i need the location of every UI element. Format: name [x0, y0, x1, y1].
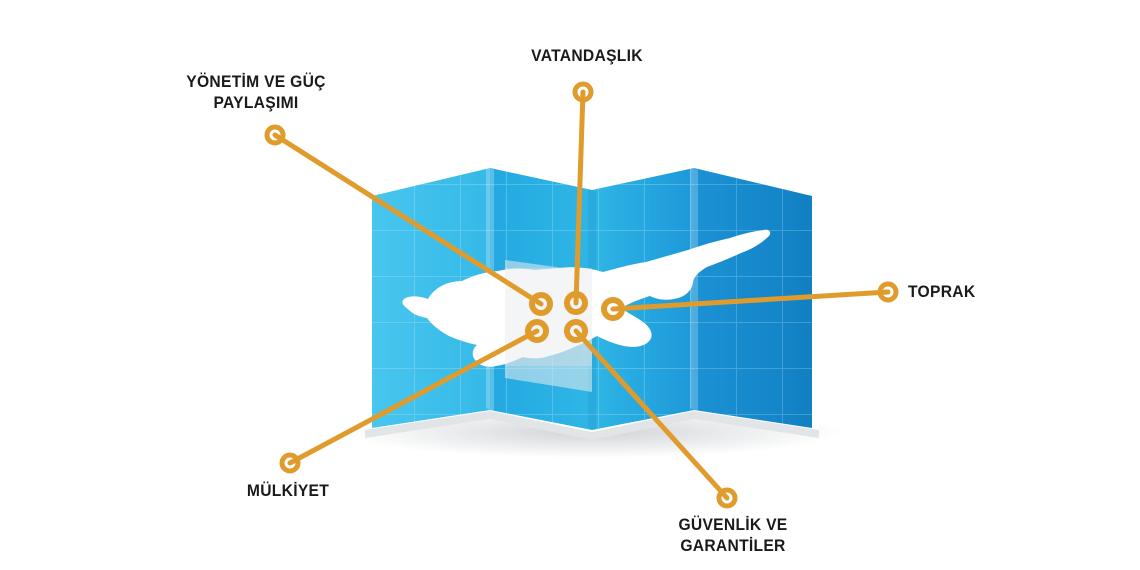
target-marker-yonetim-ve-guc-paylasimi — [529, 292, 553, 316]
connector-toprak — [610, 289, 891, 312]
callout-outer-markers — [264, 81, 899, 509]
callout-label-vatandaslik: VATANDAŞLIK — [531, 46, 643, 65]
callout-label-mulkiyet: MÜLKİYET — [246, 481, 330, 500]
callout-label-toprak: TOPRAK — [908, 282, 976, 301]
marker-vatandaslik — [572, 81, 594, 103]
marker-yonetim-ve-guc-paylasimi — [264, 124, 286, 146]
target-marker-toprak — [601, 297, 625, 321]
connector-yonetim-ve-guc-paylasimi — [272, 132, 544, 307]
callout-connectors — [272, 89, 891, 501]
marker-toprak — [877, 281, 899, 303]
callout-target-markers — [525, 291, 625, 343]
callout-label-yonetim-ve-guc-paylasimi: YÖNETİM VE GÜÇ PAYLAŞIMI — [186, 72, 326, 112]
target-marker-vatandaslik — [564, 291, 588, 315]
marker-guvenlik-ve-garantiler — [716, 487, 738, 509]
connector-guvenlik-ve-garantiler — [573, 328, 730, 501]
callout-label-guvenlik-ve-garantiler: GÜVENLİK VE GARANTİLER — [678, 515, 788, 555]
target-marker-mulkiyet — [525, 319, 549, 343]
connector-mulkiyet — [287, 328, 540, 466]
target-marker-guvenlik-ve-garantiler — [564, 319, 588, 343]
marker-mulkiyet — [279, 452, 301, 474]
connector-vatandaslik — [573, 89, 586, 306]
